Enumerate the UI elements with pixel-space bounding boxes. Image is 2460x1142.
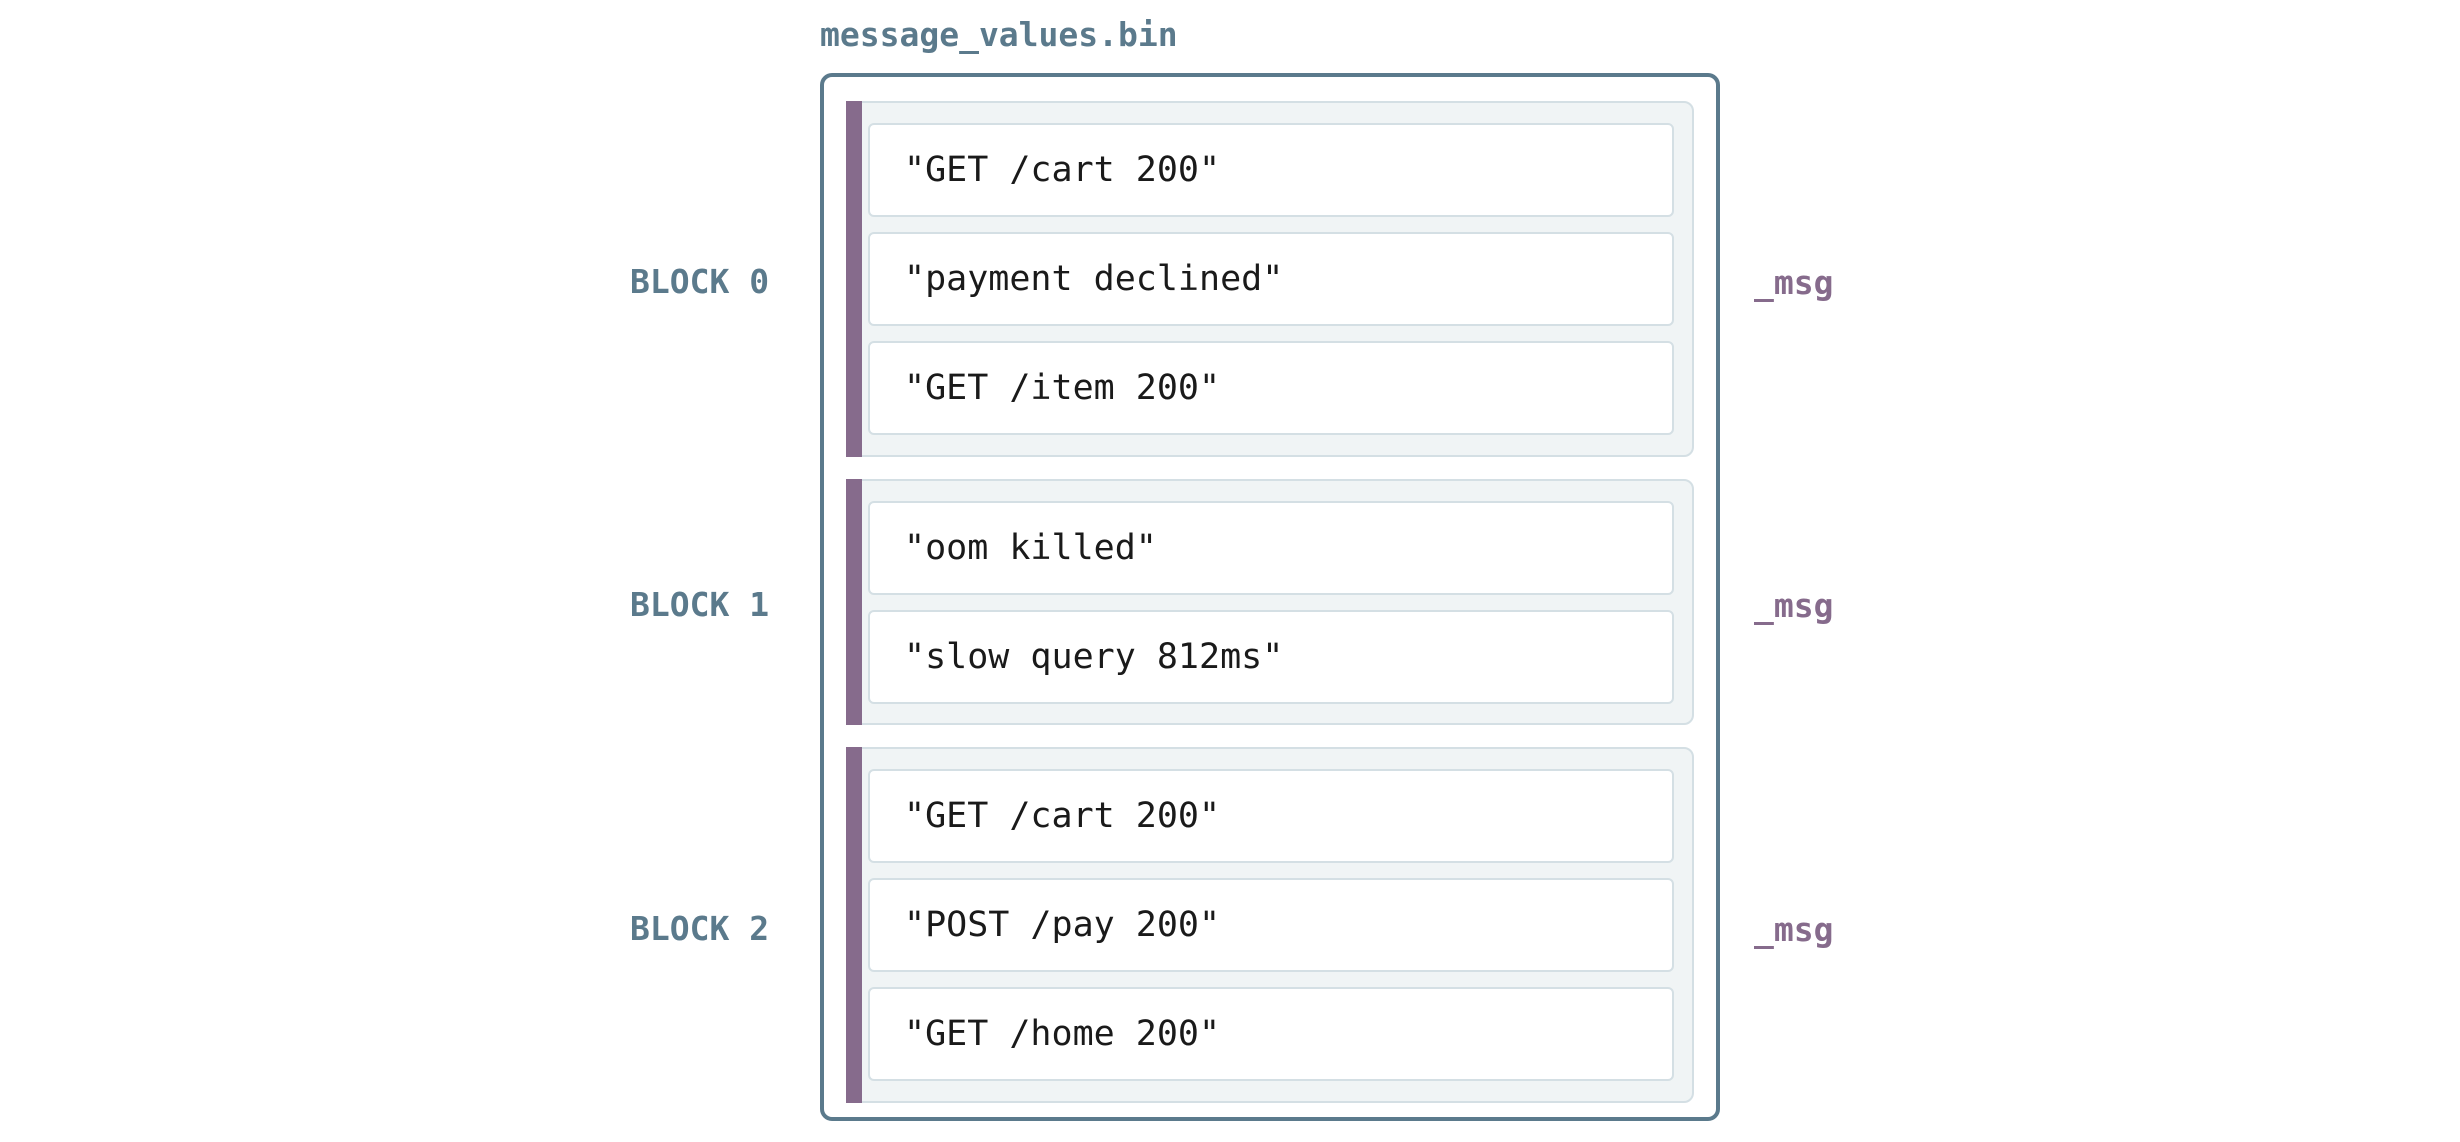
block-label-2: BLOCK 2 — [630, 909, 770, 948]
value-entry: "payment declined" — [868, 232, 1674, 326]
value-entry: "oom killed" — [868, 501, 1674, 595]
value-text: "POST /pay 200" — [904, 905, 1221, 945]
field-label-2: _msg — [1754, 910, 1834, 949]
file-container — [820, 73, 1720, 1121]
value-entry: "GET /home 200" — [868, 987, 1674, 1081]
block-2: "GET /cart 200" "POST /pay 200" "GET /ho… — [846, 747, 1694, 1103]
block-bar — [846, 747, 862, 1103]
file-title: message_values.bin — [820, 15, 1178, 54]
value-entry: "slow query 812ms" — [868, 610, 1674, 704]
value-text: "GET /cart 200" — [904, 796, 1221, 836]
value-text: "payment declined" — [904, 259, 1284, 299]
field-label-0: _msg — [1754, 263, 1834, 302]
block-label-1: BLOCK 1 — [630, 585, 770, 624]
field-label-1: _msg — [1754, 586, 1834, 625]
block-bar — [846, 101, 862, 457]
block-0: "GET /cart 200" "payment declined" "GET … — [846, 101, 1694, 457]
value-text: "slow query 812ms" — [904, 637, 1284, 677]
block-1: "oom killed" "slow query 812ms" — [846, 479, 1694, 725]
value-entry: "GET /cart 200" — [868, 769, 1674, 863]
value-text: "oom killed" — [904, 528, 1157, 568]
value-entry: "POST /pay 200" — [868, 878, 1674, 972]
value-entry: "GET /item 200" — [868, 341, 1674, 435]
value-entry: "GET /cart 200" — [868, 123, 1674, 217]
block-label-0: BLOCK 0 — [630, 262, 770, 301]
value-text: "GET /home 200" — [904, 1014, 1221, 1054]
block-bar — [846, 479, 862, 725]
value-text: "GET /item 200" — [904, 368, 1221, 408]
value-text: "GET /cart 200" — [904, 150, 1221, 190]
